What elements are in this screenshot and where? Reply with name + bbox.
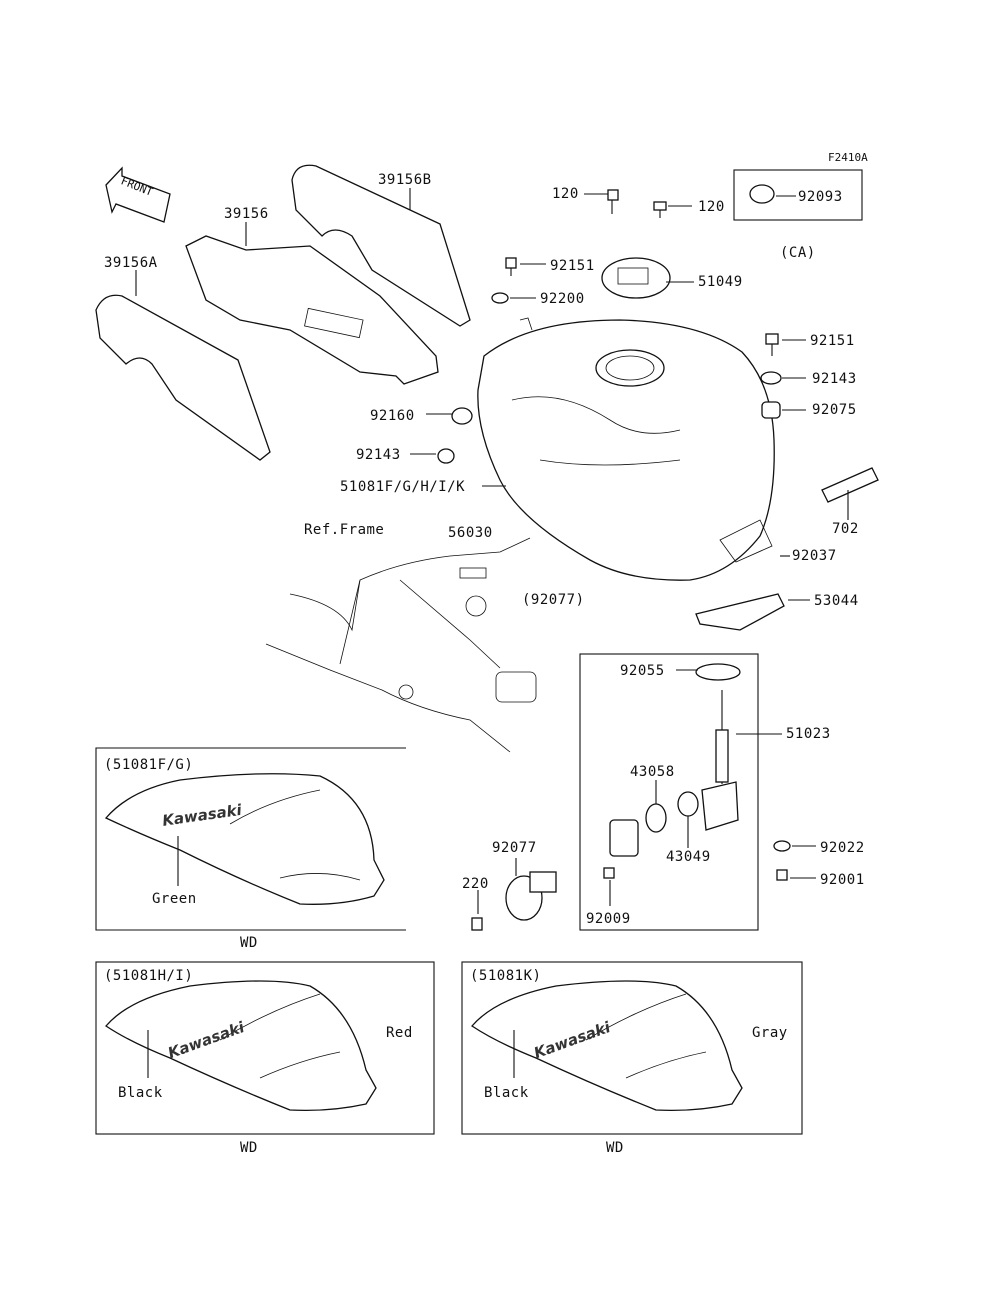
label-120-right: 120 <box>698 199 725 215</box>
damper-92075 <box>761 401 781 419</box>
label-92075: 92075 <box>812 402 857 418</box>
variant-color-label: Black <box>484 1085 529 1101</box>
label-92151-right: 92151 <box>810 333 855 349</box>
label-39156B: 39156B <box>378 172 432 188</box>
label-51049: 51049 <box>698 274 743 290</box>
fuel-tank <box>477 317 775 581</box>
label-51081: 51081F/G/H/I/K <box>340 479 465 495</box>
hose-702 <box>821 467 879 503</box>
grommet-92160 <box>451 407 473 425</box>
gasket-43049 <box>677 791 699 817</box>
insulator-39156 <box>185 235 439 385</box>
label-56030: 56030 <box>448 525 493 541</box>
label-702: 702 <box>832 521 859 537</box>
variant-color-label-2: Red <box>386 1025 413 1041</box>
leader-lines <box>135 188 849 914</box>
variant-color-label: Black <box>118 1085 163 1101</box>
variant-code: (51081H/I) <box>104 968 193 984</box>
label-ca: (CA) <box>780 245 816 261</box>
label-53044: 53044 <box>814 593 859 609</box>
label-92001: 92001 <box>820 872 865 888</box>
label-92143-left: 92143 <box>356 447 401 463</box>
variant-code: (51081F/G) <box>104 757 193 773</box>
label-92077: 92077 <box>492 840 537 856</box>
label-92022: 92022 <box>820 840 865 856</box>
fuel-cock-assembly-box <box>579 653 759 931</box>
label-43058: 43058 <box>630 764 675 780</box>
label-92160: 92160 <box>370 408 415 424</box>
label-92143-right: 92143 <box>812 371 857 387</box>
grommet-92143a <box>760 371 782 385</box>
variant-code: (51081K) <box>470 968 541 984</box>
label-39156A: 39156A <box>104 255 158 271</box>
label-92200: 92200 <box>540 291 585 307</box>
fuel-cap-51049 <box>601 189 671 299</box>
variant-panel-51081K: (51081K) Kawasaki Black Gray WD <box>461 961 803 1156</box>
lever-92077 <box>609 819 639 857</box>
label-92037: 92037 <box>792 548 837 564</box>
washer-92022 <box>773 840 791 852</box>
screw-92001 <box>776 869 788 881</box>
label-43049: 43049 <box>666 849 711 865</box>
label-92077-ref: (92077) <box>522 592 585 608</box>
grommet-92093 <box>749 184 775 204</box>
label-51023: 51023 <box>786 726 831 742</box>
insulator-39156B <box>291 164 471 327</box>
o-ring-43058 <box>645 803 667 833</box>
variant-finish: WD <box>240 935 258 951</box>
variant-color-label: Green <box>152 891 197 907</box>
label-120-left: 120 <box>552 186 579 202</box>
label-220: 220 <box>462 876 489 892</box>
front-arrow-icon: FRONT <box>105 166 171 223</box>
bolt-92151a <box>505 257 517 276</box>
insulator-39156A <box>95 294 271 461</box>
fuel-cock-51023 <box>471 663 791 931</box>
label-92009: 92009 <box>586 911 631 927</box>
screw-92009 <box>603 867 615 879</box>
bolt-92151b <box>765 333 779 356</box>
label-ref-frame: Ref.Frame <box>304 522 384 538</box>
washer-92200 <box>491 292 509 304</box>
variant-panel-51081FG: (51081F/G) Kawasaki Green WD <box>95 747 406 951</box>
grommet-92143b <box>437 448 455 464</box>
ca-box <box>733 169 863 221</box>
label-92093: 92093 <box>798 189 843 205</box>
variant-finish: WD <box>606 1140 624 1156</box>
figure-id: F2410A <box>828 151 868 164</box>
variant-finish: WD <box>240 1140 258 1156</box>
gasket-92055 <box>695 663 741 681</box>
variant-color-label-2: Gray <box>752 1025 788 1041</box>
variant-panel-51081HI: (51081H/I) Kawasaki Black Red WD <box>95 961 435 1156</box>
bracket-53044 <box>695 593 785 631</box>
label-39156: 39156 <box>224 206 269 222</box>
reference-frame <box>265 537 537 753</box>
label-92055: 92055 <box>620 663 665 679</box>
label-92151-top: 92151 <box>550 258 595 274</box>
